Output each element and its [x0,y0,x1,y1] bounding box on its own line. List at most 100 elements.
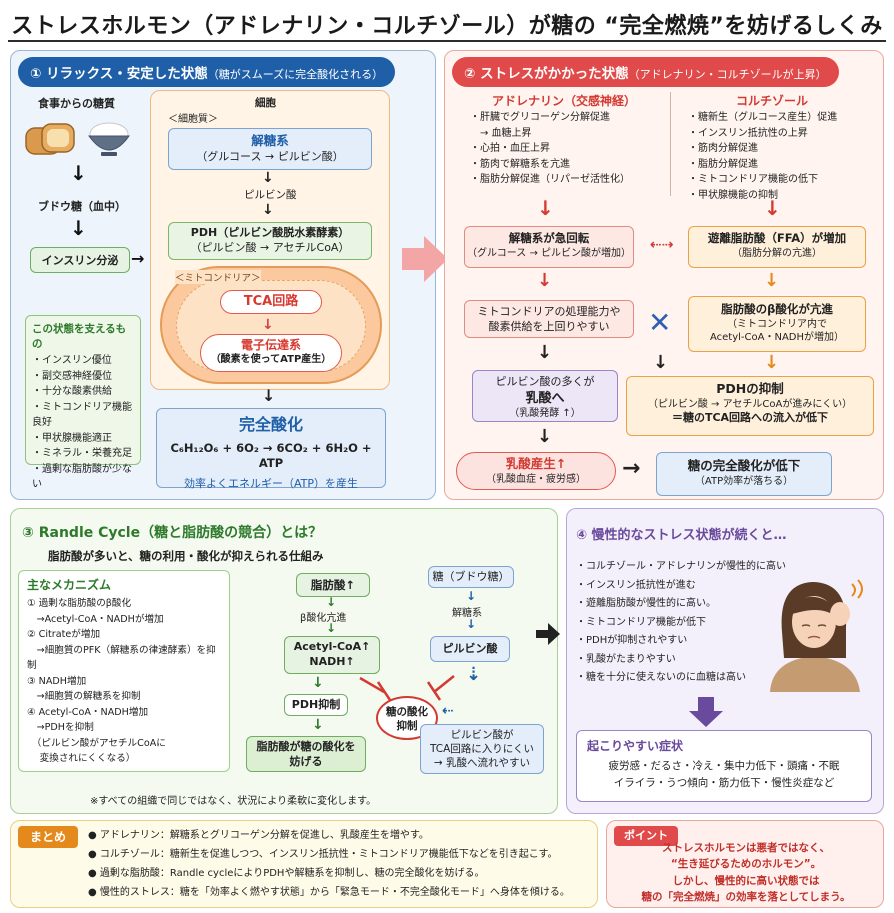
etc-sub: （酸素を使ってATP産生） [210,354,332,366]
mechanism-item: ① 過剰な脂肪酸のβ酸化 [27,598,132,609]
etc-title: 電子伝達系 [240,338,301,352]
glycolysis-label: 解糖系 [452,608,482,619]
mechanism-box: 主なメカニズム ① 過剰な脂肪酸のβ酸化 →Acetyl-CoA・NADHが増加… [18,570,230,772]
pdh-line2: （ピルビン酸 → アセチルCoA） [190,240,350,254]
summary-list: ● アドレナリン：解糖系とグリコーゲン分解を促進し、乳酸産生を増やす。 ● コルチ… [88,826,594,902]
support-item: ・甲状腺機能適正 [32,432,112,444]
panel1-header: ① リラックス・安定した状態（糖がスムーズに完全酸化される） [18,57,396,87]
symptom-title: 起こりやすい症状 [587,739,684,753]
equation: C₆H₁₂O₆ + 6O₂ → 6CO₂ + 6H₂O + ATP [170,440,372,471]
big-arrow-right-icon [402,236,448,286]
panel3-subtitle: 脂肪酸が多いと、糖の利用・酸化が抑えられる仕組み [48,549,324,563]
pyr-result-line1: ピルビン酸が [450,729,514,741]
fatty-acid-box: 脂肪酸↑ [296,573,370,597]
bread-icon [22,118,78,162]
acoa-line2: NADH↑ [309,654,355,668]
mechanism-item: ② Citrateが増加 [27,629,101,641]
cortisol-item: ・脂肪分解促進 [688,158,758,170]
acoa-line1: Acetyl-CoA↑ [293,640,371,653]
arrow-down-icon: ↓ [537,426,553,447]
chronic-effect-item: ・遊離脂肪酸が慢性的に高い。 [576,598,716,609]
pyruvate-box: ピルビン酸 [430,636,510,662]
mechanism-item: →PDHを抑制 [27,722,94,734]
chronic-effect-item: ・インスリン抵抗性が進む [576,579,696,591]
electron-transport: 電子伝達系 （酸素を使ってATP産生） [200,334,342,372]
summary-panel [10,820,598,908]
point-line: ストレスホルモンは悪者ではなく、 [662,842,830,854]
arrow-down-icon: ↓ [653,352,669,373]
adrenaline-effects: ・肝臓でグリコーゲン分解促進 → 血糖上昇・心拍・血圧上昇・筋肉で解糖系を亢進・… [470,110,670,188]
note: ※すべての組織で同じではなく、状況により柔軟に変化します。 [90,796,377,807]
ffa-sub: （脂肪分解の亢進） [732,247,822,259]
cortisol-item: ・甲状腺機能の抑制 [688,189,778,201]
arrow-down-icon: ↓ [326,621,337,635]
summary-label: まとめ [18,826,78,848]
mito-capacity-box: ミトコンドリアの処理能力や 酸素供給を上回りやすい [464,300,634,338]
arrow-down-icon: ↓ [466,617,477,631]
summary-item: ● アドレナリン：解糖系とグリコーゲン分解を促進し、乳酸産生を増やす。 [88,830,429,841]
arrow-down-icon: ↓ [537,196,554,220]
point-line: 糖の「完全燃焼」の効率を落としてしまう。 [641,890,851,903]
chronic-effect-item: ・糖を十分に使えないのに血糖は高い [576,672,746,683]
support-title: この状態を支えるもの [32,323,127,350]
beta-sub1: （ミトコンドリア内で [727,318,827,330]
lactate-sub: （乳酸血症・疲労感） [486,473,586,485]
glyc-surge-title: 解糖系が急回転 [508,231,590,245]
oxidation-drop-title: 糖の完全酸化が低下 [687,458,801,473]
rice-bowl-icon [86,116,132,164]
arrow-down-icon: ↓ [537,270,553,291]
summary-item: ● 慢性的ストレス：糖を「効率よく燃やす状態」から「緊急モード・不完全酸化モード… [88,887,570,898]
panel4-header: ④ 慢性的なストレス状態が続くと… [576,528,787,543]
insulin-box: インスリン分泌 [30,247,130,273]
symptom-line1: 疲労感・だるさ・冷え・集中力低下・頭痛・不眠 [608,760,840,772]
arrow-right-icon: → [622,456,641,481]
mechanism-item: ③ NADH増加 [27,675,87,687]
glyc-surge-sub: （グルコース → ピルビン酸が増加） [466,247,632,259]
inhib-line1: 糖の酸化 [386,706,428,718]
mechanism-item: →Acetyl-CoA・NADHが増加 [27,613,164,625]
beta-oxidation-box: 脂肪酸のβ酸化が亢進 （ミトコンドリア内で Acetyl-CoA・NADHが増加… [688,296,866,352]
chronic-effect-item: ・PDHが抑制されやすい [576,635,688,646]
chronic-effect-item: ・ミトコンドリア機能が低下 [576,616,706,628]
pdh-inhib-title: PDHの抑制 [716,381,784,396]
acetyl-coa-box: Acetyl-CoA↑ NADH↑ [284,636,380,674]
symptom-line2: イライラ・うつ傾向・筋力低下・慢性炎症など [613,776,835,789]
pyruvate-lactate-box: ピルビン酸の多くが 乳酸へ （乳酸発酵 ↑） [472,370,618,422]
arrow-down-icon: ↓ [466,589,477,603]
inhib-line2: 抑制 [396,720,418,733]
summary-item: ● コルチゾール：糖新生を促進しつつ、インスリン抵抗性・ミトコンドリア機能低下な… [88,849,558,860]
panel1-header-title: ① リラックス・安定した状態 [30,66,208,82]
arrow-down-icon: ↓ [764,352,780,373]
arrow-down-icon: ↓ [312,717,324,733]
cytoplasm-label: ＜細胞質＞ [168,114,218,125]
support-item: ・ミネラル・栄養充足 [32,448,132,459]
pyr-lactate-line2: 乳酸へ [525,390,565,406]
glycolysis-box: 解糖系 （グルコース → ピルビン酸） [168,128,372,170]
glycolysis-sub: （グルコース → ピルビン酸） [196,149,344,163]
adrenaline-item: ・肝臓でグリコーゲン分解促進 [470,112,610,123]
ffa-title: 遊離脂肪酸（FFA）が増加 [707,231,847,245]
glucose-blood: ブドウ糖（血中） [38,200,126,213]
arrow-down-icon: ↓ [262,202,274,218]
lactate-production: 乳酸産生↑ （乳酸血症・疲労感） [456,452,616,490]
arrow-down-icon: ↓ [537,342,553,363]
pdh-line1: PDH（ピルビン酸脱水素酵素） [190,226,350,239]
arrow-right-icon [536,623,560,649]
divider [670,92,671,196]
complete-title: 完全酸化 [238,415,303,434]
cortisol-item: ・筋肉分解促進 [688,143,758,154]
complete-sub: 効率よくエネルギー（ATP）を産生 [183,476,359,490]
mechanism-list: ① 過剰な脂肪酸のβ酸化 →Acetyl-CoA・NADHが増加 ② Citrat… [19,596,229,767]
pdh-box: PDH（ピルビン酸脱水素酵素） （ピルビン酸 → アセチルCoA） [168,222,372,260]
page-title: ストレスホルモン（アドレナリン・コルチゾール）が糖の “完全燃焼”を妨げるしくみ [11,14,883,39]
mito-capacity-line2: 酸素供給を上回りやすい [488,319,610,333]
pdh-inhibition-small: PDH抑制 [284,694,348,716]
panel1-header-sub: （糖がスムーズに完全酸化される） [207,68,384,81]
cortisol-item: ・ミトコンドリア機能の低下 [688,174,818,185]
support-list: ・インスリン優位・副交感神経優位・十分な酸素供給・ミトコンドリア機能良好・甲状腺… [26,353,140,493]
panel2-header-sub: （アドレナリン・コルチゾールが上昇） [628,68,827,81]
cortisol-item: ・インスリン抵抗性の上昇 [688,127,808,139]
tca-cycle: TCA回路 [220,290,322,314]
inhibition-marks-icon [354,668,464,712]
beta-oxidation-label: β酸化亢進 [300,613,347,624]
